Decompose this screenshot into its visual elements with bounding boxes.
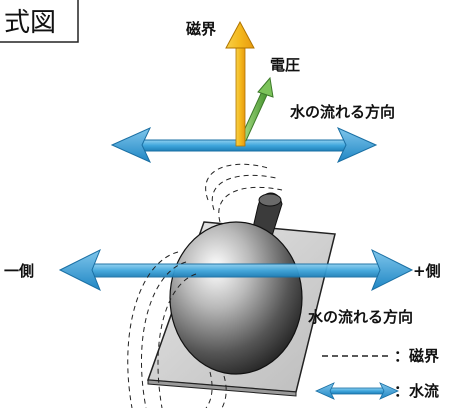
legend-magnetic-label: ：磁界	[394, 347, 439, 365]
minus-side-label: 一側	[4, 262, 34, 280]
probe-neck	[251, 192, 283, 237]
bottom-flow-direction-label: 水の流れる方向	[308, 308, 413, 326]
sensor-ball	[169, 221, 303, 375]
legend-water-flow-label: ：水流	[394, 382, 439, 400]
plus-side-label: +側	[413, 262, 441, 280]
magnetic-field-arrow	[225, 20, 255, 147]
legend-flow-arrow	[315, 382, 399, 400]
bottom-flow-arrow	[58, 248, 414, 292]
magnetic-field-lines-back	[205, 163, 283, 223]
voltage-arrow	[239, 76, 274, 142]
title-text: 式図	[4, 8, 56, 38]
magnetic-field-lines-front	[127, 251, 227, 408]
top-flow-direction-label: 水の流れる方向	[290, 103, 395, 121]
magnetic-field-label: 磁界	[186, 20, 216, 38]
title-box: 式図	[0, 0, 79, 43]
legend: ：磁界 ：水流	[315, 347, 439, 400]
voltage-label: 電圧	[270, 56, 300, 74]
